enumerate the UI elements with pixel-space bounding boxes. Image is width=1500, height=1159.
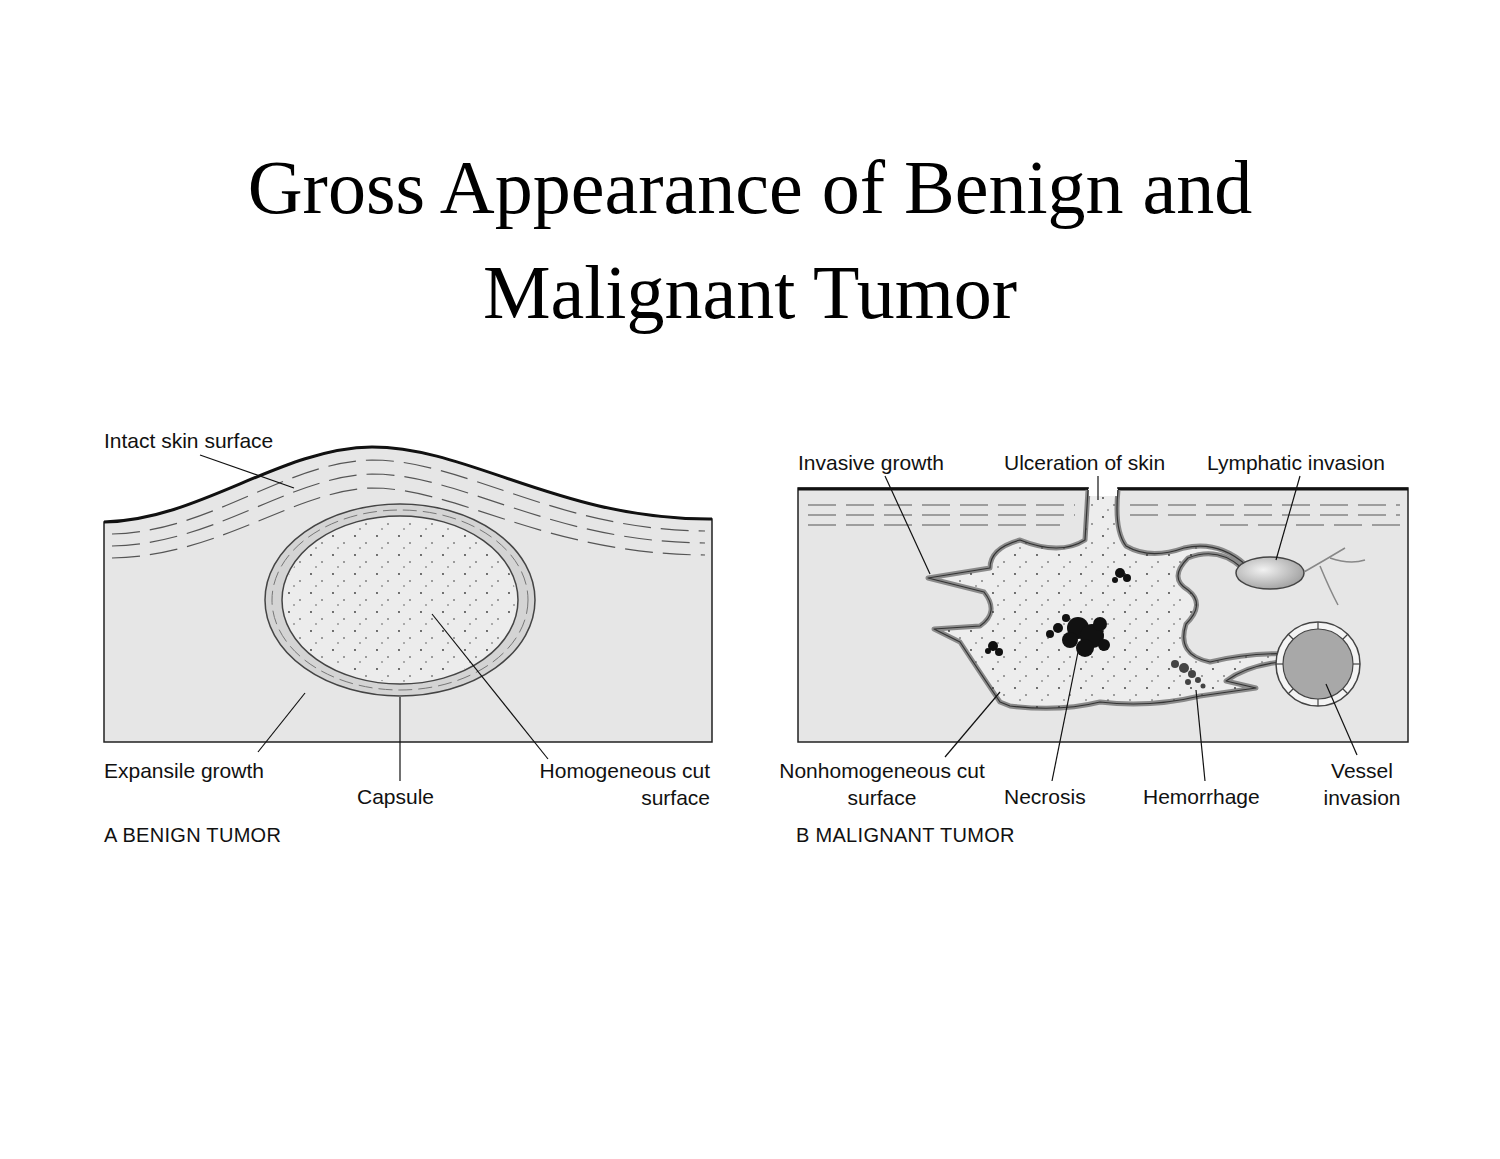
panel-caption: A BENIGN TUMOR — [104, 822, 281, 849]
panel-caption: B MALIGNANT TUMOR — [796, 822, 1015, 849]
part-label: Vessel invasion — [1302, 757, 1422, 811]
part-label: Intact skin surface — [104, 427, 273, 454]
malignant-panel — [798, 476, 1408, 781]
part-label: Capsule — [357, 783, 434, 810]
part-label: Necrosis — [1004, 783, 1086, 810]
part-label: Expansile growth — [104, 757, 264, 784]
part-label: Nonhomogeneous cut surface — [772, 757, 992, 811]
slide-title: Gross Appearance of Benign and Malignant… — [150, 135, 1350, 345]
part-label: Hemorrhage — [1143, 783, 1260, 810]
part-label: Invasive growth — [798, 449, 944, 476]
part-label: Lymphatic invasion — [1207, 449, 1385, 476]
part-label: Ulceration of skin — [1004, 449, 1165, 476]
part-label: Homogeneous cut surface — [520, 757, 710, 811]
benign-panel — [104, 447, 712, 781]
